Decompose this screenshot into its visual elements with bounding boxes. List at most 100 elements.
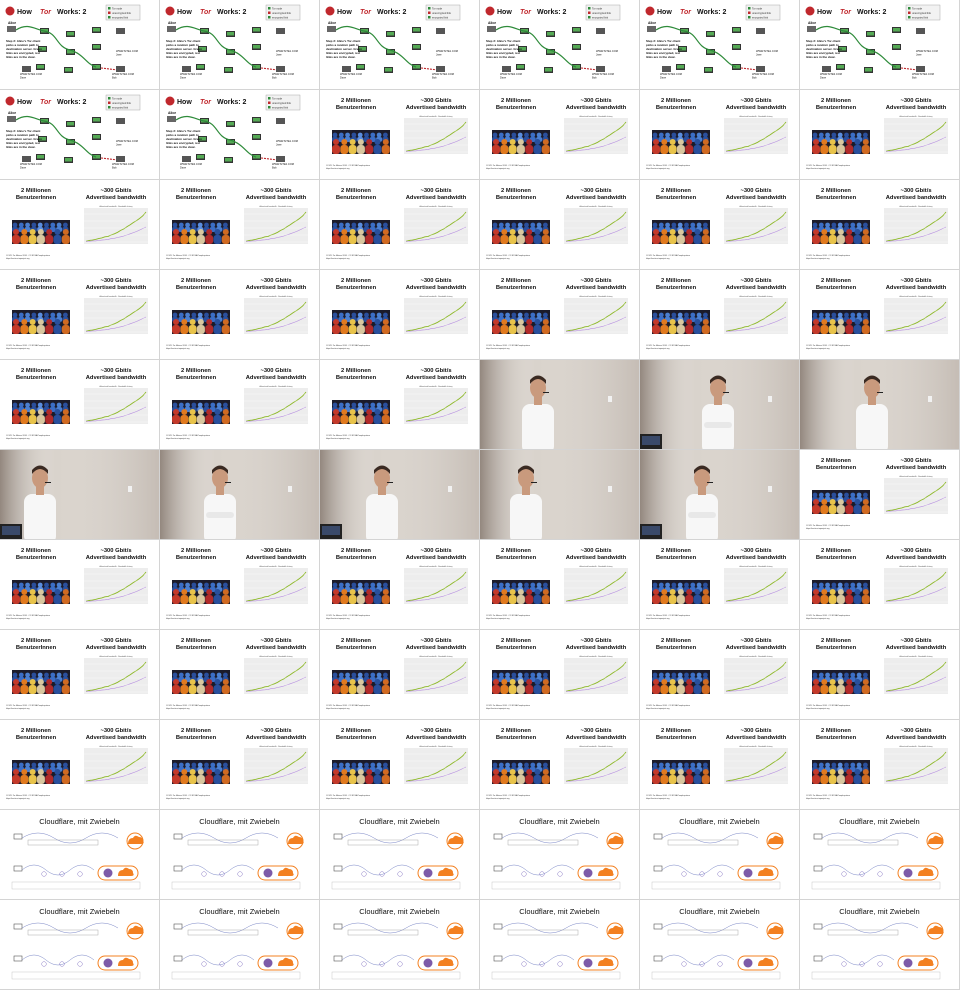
slide-title: Works: 2 (697, 9, 727, 16)
slide-footnote: CC-BY: Tor Metrics 2016 · CC BY-SA Peopl… (166, 794, 210, 797)
slide-footnote: CC-BY: Tor Metrics 2016 · CC BY-SA Peopl… (326, 164, 370, 167)
users-title: 2 Millionen (661, 638, 691, 644)
person-body (668, 595, 677, 604)
person-head (349, 229, 356, 235)
legend-label: encrypted link (592, 16, 609, 20)
bandwidth-title: ~300 Gbit/s (420, 548, 451, 554)
person-head (13, 679, 19, 685)
server-label: Jane (276, 143, 282, 147)
person-head (197, 582, 203, 588)
person-head (222, 769, 229, 775)
server-label: WWW.SITE2.COM (112, 72, 134, 76)
people-pattern-image (12, 310, 70, 334)
relay-node-icon (397, 961, 403, 967)
person-body (828, 685, 837, 694)
person-head (374, 769, 381, 775)
relay-node-icon (521, 961, 527, 967)
slide-footnote: https://metrics.torproject.org (166, 437, 189, 440)
bandwidth-title: Advertised bandwidth (246, 645, 307, 651)
person-body (525, 595, 534, 604)
person-head (837, 672, 843, 678)
person-head (813, 319, 819, 325)
person-head (846, 679, 853, 685)
person-head (831, 672, 837, 678)
person-head (829, 499, 836, 505)
person-head (696, 312, 702, 318)
person-body (332, 775, 340, 784)
bandwidth-title: Advertised bandwidth (406, 375, 467, 381)
slide-footnote: https://metrics.torproject.org (326, 257, 349, 260)
server-label: WWW.SITE1.COM (596, 49, 618, 53)
person-body (373, 595, 382, 604)
person-body (213, 685, 222, 694)
person-body (20, 595, 29, 604)
person-body (492, 685, 500, 694)
person-head (18, 762, 24, 768)
chart-legend: Advertised bandwidth · Bandwidth history (100, 745, 133, 748)
person-body (853, 775, 862, 784)
cloudflare-logo-icon (928, 925, 944, 934)
person-head (854, 499, 861, 505)
wall-socket (128, 486, 132, 492)
person-head (357, 402, 363, 408)
legend-label: unencrypted link (432, 11, 452, 15)
alice-label: Alice (648, 21, 656, 25)
person-head (493, 139, 499, 145)
onion-cloudflare-box (737, 865, 779, 881)
person-head (511, 582, 517, 588)
connection-path (181, 954, 255, 966)
person-head (349, 769, 356, 775)
person-head (345, 132, 350, 138)
relay-node-icon (41, 961, 47, 967)
person-body (660, 595, 669, 604)
person-head (25, 312, 30, 318)
legend-label: Tor node (752, 7, 763, 11)
chart-plot-area (564, 748, 628, 784)
connection-path (181, 864, 255, 876)
tor-node-screen (65, 158, 72, 162)
person-head (341, 589, 348, 595)
users-title: BenutzerInnen (656, 645, 697, 651)
person-head (54, 589, 61, 595)
person-head (703, 762, 708, 768)
chart-legend: Advertised bandwidth · Bandwidth history (900, 295, 933, 298)
person-body (812, 505, 820, 514)
chart-legend: Advertised bandwidth · Bandwidth history (580, 115, 613, 118)
person-body (365, 145, 374, 154)
relay-node-icon (77, 871, 83, 877)
person-head (173, 409, 179, 415)
person-head (542, 589, 549, 595)
person-head (54, 319, 61, 325)
person-head (172, 762, 178, 768)
chart-plot-area (84, 388, 148, 424)
person-head (222, 409, 229, 415)
person-body (541, 325, 550, 334)
person-head (351, 222, 357, 228)
slide-footnote: CC-BY: Tor Metrics 2016 · CC BY-SA Peopl… (326, 614, 370, 617)
person-head (214, 679, 221, 685)
slide-footnote: https://metrics.torproject.org (166, 707, 189, 710)
users-title: 2 Millionen (341, 728, 371, 734)
person-body (652, 685, 660, 694)
person-head (501, 679, 508, 685)
slide-title: Cloudflare, mit Zwiebeln (519, 817, 599, 826)
person-head (677, 679, 684, 685)
person-head (837, 132, 843, 138)
legend-label: Tor node (592, 7, 603, 11)
person-body (12, 775, 20, 784)
person-head (214, 319, 221, 325)
person-head (191, 312, 197, 318)
person-body (373, 685, 382, 694)
person-head (652, 312, 658, 318)
person-head (63, 672, 68, 678)
person-body (356, 685, 365, 694)
speaker-shirt (24, 494, 56, 539)
users-title: BenutzerInnen (176, 285, 217, 291)
tor-node-screen (573, 45, 580, 49)
alice-computer-icon (167, 26, 176, 32)
